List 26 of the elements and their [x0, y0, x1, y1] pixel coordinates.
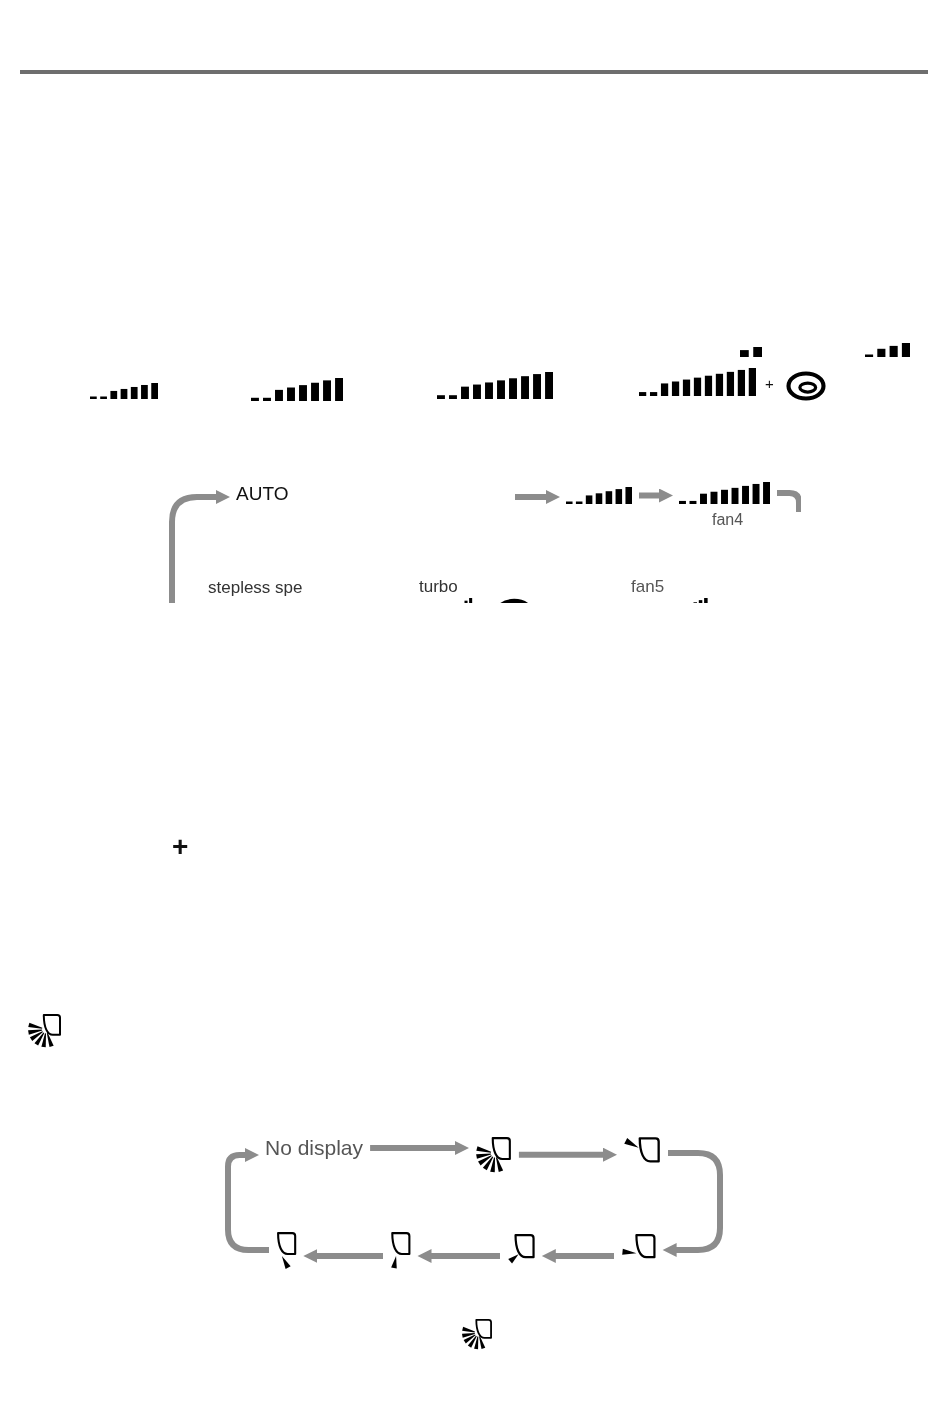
arrow [515, 490, 560, 504]
signal-bars-icon [566, 487, 632, 504]
arrow [417, 1249, 500, 1263]
louver-icon [390, 1231, 412, 1270]
arrow [662, 1150, 723, 1257]
arrow [518, 1147, 617, 1162]
connector-line [777, 490, 801, 512]
louver-icon [276, 1231, 298, 1271]
louver-icon [623, 1136, 661, 1164]
state-label: No display [265, 1136, 364, 1161]
arrow [169, 490, 230, 603]
louver-icon [507, 1233, 536, 1265]
louver-icon [621, 1233, 657, 1260]
louver-swing-icon [475, 1136, 512, 1174]
plus-sign: + [765, 375, 774, 393]
speed-label: fan5 [631, 577, 665, 597]
arrow [303, 1249, 383, 1263]
arrow [370, 1141, 469, 1156]
arrow [225, 1148, 269, 1253]
speed-label: fan4 [712, 511, 744, 530]
arrow [639, 488, 673, 503]
mode-label: turbo [419, 577, 458, 597]
mode-label: stepless spe [208, 578, 303, 598]
arrow [541, 1249, 614, 1263]
plus-sign: + [172, 831, 189, 864]
mode-label: AUTO [236, 483, 289, 505]
